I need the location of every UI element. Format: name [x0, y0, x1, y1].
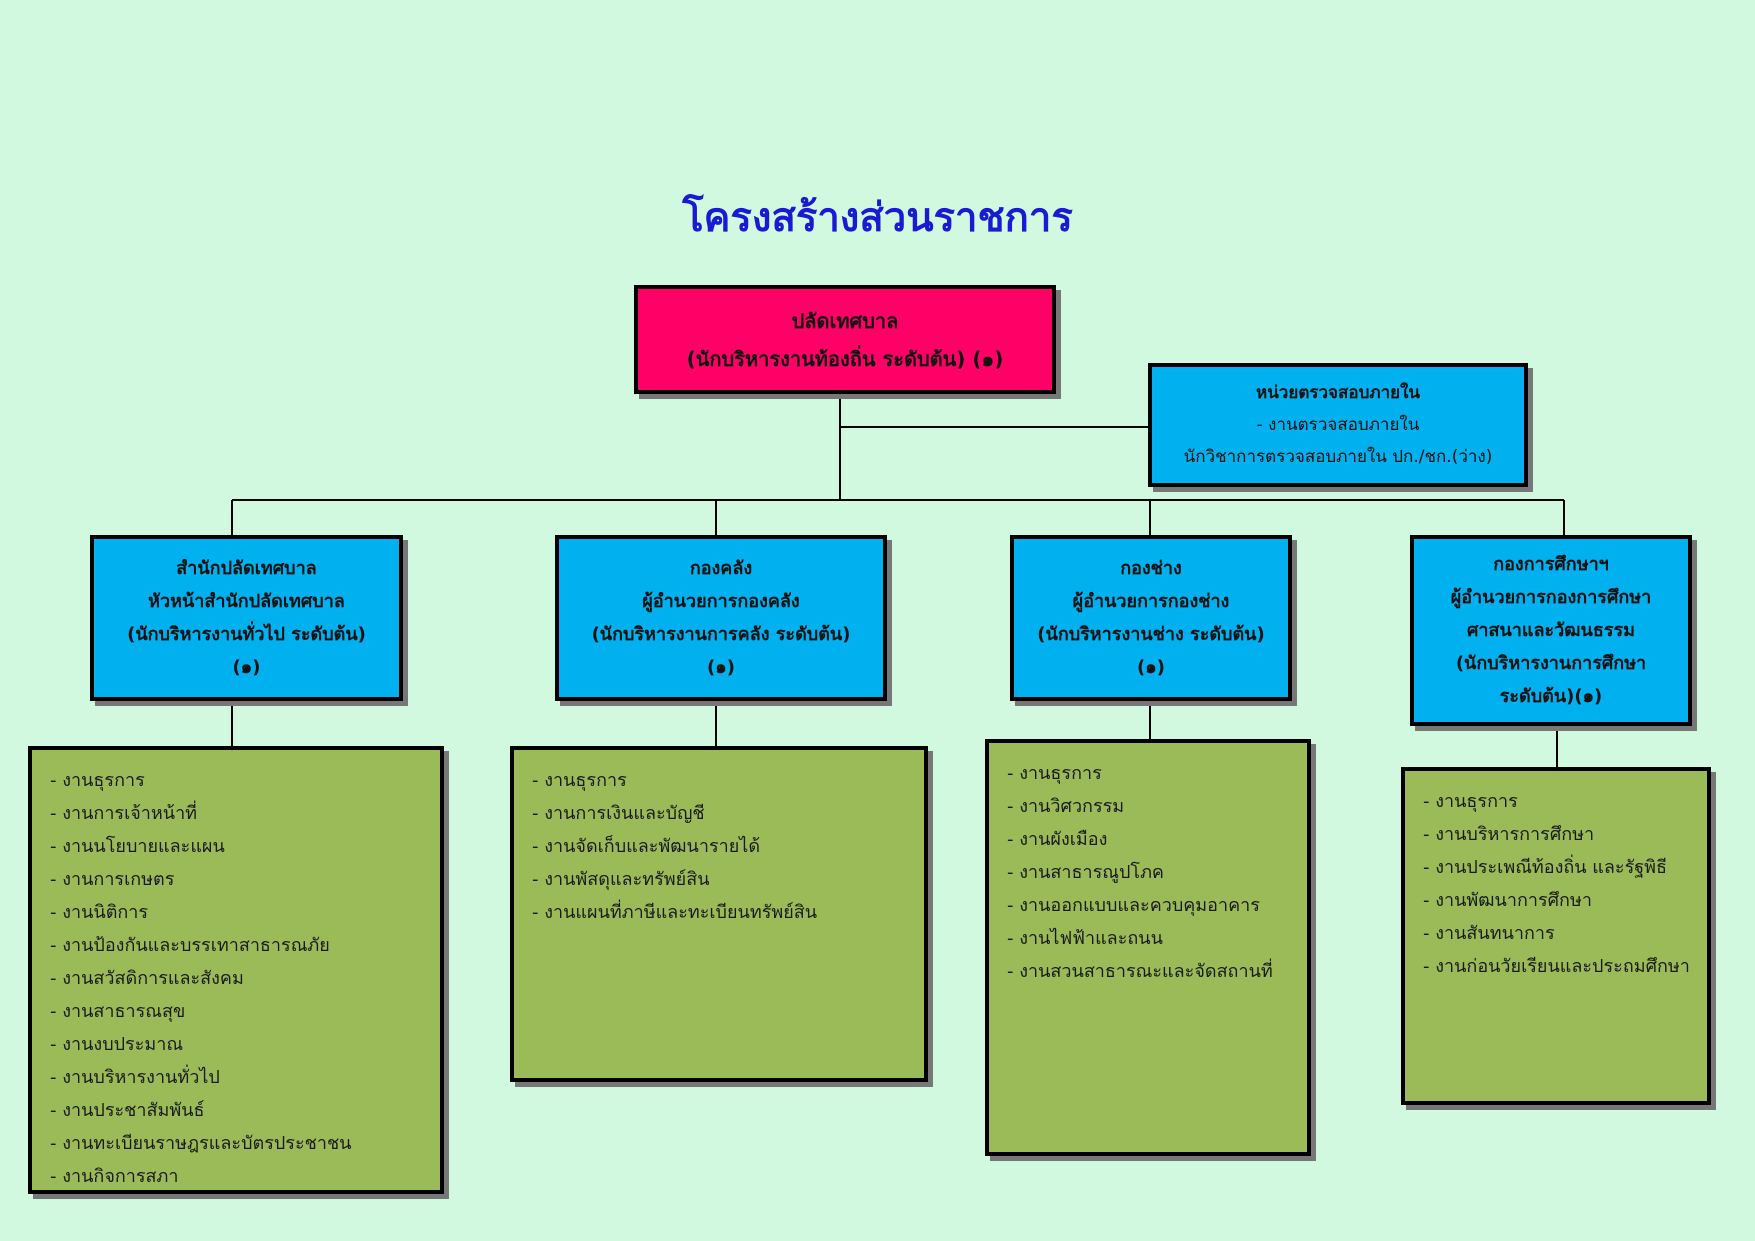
- task-list-engineering: - งานธุรการ - งานวิศวกรรม - งานผังเมือง …: [985, 739, 1311, 1156]
- list-item: - งานนโยบายและแผน: [50, 836, 225, 857]
- list-item: - งานประชาสัมพันธ์: [50, 1100, 205, 1121]
- task-list-office: - งานธุรการ - งานการเจ้าหน้าที่ - งานนโย…: [28, 746, 444, 1194]
- list-item: - งานงบประมาณ: [50, 1034, 184, 1055]
- list-item: - งานการเจ้าหน้าที่: [50, 803, 198, 824]
- list-item: - งานธุรการ: [532, 770, 627, 791]
- internal-audit-box: หน่วยตรวจสอบภายใน - งานตรวจสอบภายใน นักว…: [1148, 363, 1528, 487]
- division-line: กองคลัง: [689, 558, 753, 579]
- audit-task: - งานตรวจสอบภายใน: [1256, 415, 1420, 435]
- list-item: - งานประเพณีท้องถิ่น และรัฐพิธี: [1423, 857, 1668, 878]
- division-line: (๑): [1137, 657, 1165, 678]
- list-item: - งานสวัสดิการและสังคม: [50, 968, 244, 989]
- list-item: - งานพัสดุและทรัพย์สิน: [532, 869, 710, 890]
- top-box-line2: (นักบริหารงานท้องถิ่น ระดับต้น) (๑): [686, 346, 1004, 371]
- list-item: - งานวิศวกรรม: [1007, 796, 1125, 817]
- list-item: - งานบริหารงานทั่วไป: [50, 1067, 220, 1088]
- list-item: - งานธุรการ: [1007, 763, 1102, 784]
- list-item: - งานแผนที่ภาษีและทะเบียนทรัพย์สิน: [532, 902, 818, 923]
- division-line: (๑): [232, 657, 261, 678]
- division-line: ผู้อำนวยการกองการศึกษา: [1450, 587, 1652, 608]
- division-line: ผู้อำนวยการกองช่าง: [1072, 591, 1230, 612]
- division-box-finance: กองคลัง ผู้อำนวยการกองคลัง (นักบริหารงาน…: [555, 535, 887, 701]
- list-item: - งานก่อนวัยเรียนและประถมศึกษา: [1423, 956, 1690, 977]
- division-line: กองช่าง: [1120, 558, 1182, 579]
- list-item: - งานการเงินและบัญชี: [532, 803, 705, 824]
- division-box-office: สำนักปลัดเทศบาล หัวหน้าสำนักปลัดเทศบาล (…: [90, 535, 403, 701]
- list-item: - งานสวนสาธารณะและจัดสถานที่: [1007, 961, 1273, 982]
- division-line: ศาสนาและวัฒนธรรม: [1466, 620, 1636, 641]
- list-item: - งานนิติการ: [50, 902, 149, 923]
- division-line: (๑): [707, 657, 735, 678]
- list-item: - งานออกแบบและควบคุมอาคาร: [1007, 895, 1260, 916]
- list-item: - งานสาธารณสุข: [50, 1001, 186, 1022]
- top-box-line1: ปลัดเทศบาล: [791, 308, 899, 333]
- division-line: (นักบริหารงานการคลัง ระดับต้น): [591, 624, 851, 645]
- audit-title: หน่วยตรวจสอบภายใน: [1255, 383, 1421, 403]
- list-item: - งานทะเบียนราษฎรและบัตรประชาชน: [50, 1133, 352, 1154]
- division-line: ผู้อำนวยการกองคลัง: [642, 591, 800, 612]
- list-item: - งานสันทนาการ: [1423, 923, 1555, 944]
- division-line: ระดับต้น)(๑): [1499, 686, 1603, 707]
- list-item: - งานกิจการสภา: [50, 1166, 179, 1187]
- list-item: - งานธุรการ: [1423, 791, 1518, 812]
- division-line: กองการศึกษาฯ: [1493, 554, 1609, 575]
- page-title: โครงสร้างส่วนราชการ: [682, 195, 1073, 241]
- division-line: สำนักปลัดเทศบาล: [176, 558, 317, 579]
- division-box-engineering: กองช่าง ผู้อำนวยการกองช่าง (นักบริหารงาน…: [1010, 535, 1292, 701]
- task-list-finance: - งานธุรการ - งานการเงินและบัญชี - งานจั…: [510, 746, 928, 1082]
- list-item: - งานผังเมือง: [1007, 829, 1108, 850]
- list-item: - งานไฟฟ้าและถนน: [1007, 928, 1163, 949]
- list-item: - งานการเกษตร: [50, 869, 175, 890]
- task-list-education: - งานธุรการ - งานบริหารการศึกษา - งานประ…: [1401, 767, 1711, 1105]
- list-item: - งานบริหารการศึกษา: [1423, 824, 1595, 845]
- audit-position: นักวิชาการตรวจสอบภายใน ปก./ชก.(ว่าง): [1183, 447, 1493, 467]
- list-item: - งานสาธารณูปโภค: [1007, 862, 1164, 883]
- division-line: (นักบริหารงานการศึกษา: [1455, 653, 1647, 674]
- list-item: - งานป้องกันและบรรเทาสาธารณภัย: [50, 935, 330, 956]
- list-item: - งานธุรการ: [50, 770, 145, 791]
- division-line: (นักบริหารงานช่าง ระดับต้น): [1037, 624, 1265, 645]
- division-line: (นักบริหารงานทั่วไป ระดับต้น): [127, 624, 366, 645]
- division-line: หัวหน้าสำนักปลัดเทศบาล: [148, 591, 345, 612]
- list-item: - งานจัดเก็บและพัฒนารายได้: [532, 836, 761, 857]
- top-box-deputy-mayor: ปลัดเทศบาล (นักบริหารงานท้องถิ่น ระดับต้…: [634, 285, 1056, 394]
- list-item: - งานพัฒนาการศึกษา: [1423, 890, 1592, 911]
- division-box-education: กองการศึกษาฯ ผู้อำนวยการกองการศึกษา ศาสน…: [1410, 535, 1692, 726]
